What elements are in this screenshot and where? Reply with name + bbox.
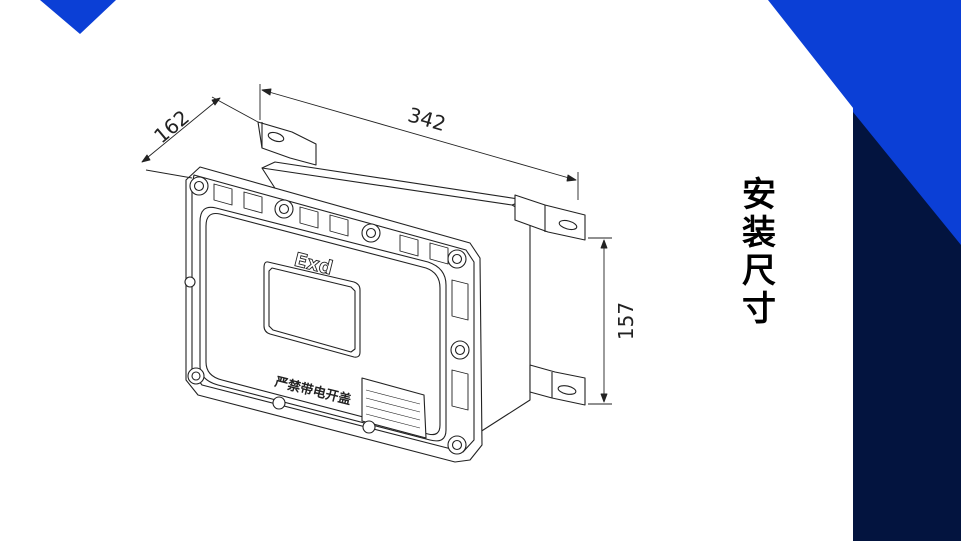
viewing-window xyxy=(263,261,361,358)
mounting-bracket-top-left xyxy=(257,121,317,166)
dim-depth-label: 162 xyxy=(149,105,194,148)
flange-bolts xyxy=(184,176,470,455)
mounting-bracket-bottom-right xyxy=(529,364,586,406)
dimension-height xyxy=(588,237,612,405)
dim-width-label: 342 xyxy=(405,102,448,136)
title-char-4: 寸 xyxy=(742,289,776,329)
slide-title: 安 装 尺 寸 xyxy=(734,176,784,328)
title-char-1: 安 xyxy=(742,175,776,215)
mounting-bracket-top-right xyxy=(514,194,586,241)
dimension-width xyxy=(259,84,579,200)
front-cover xyxy=(199,206,447,442)
flange-ribs xyxy=(213,183,469,411)
title-char-2: 装 xyxy=(742,213,776,253)
title-char-3: 尺 xyxy=(742,251,776,291)
right-blue-wedge xyxy=(853,0,961,245)
dim-height-label: 157 xyxy=(614,302,638,340)
enclosure-drawing xyxy=(141,84,612,463)
dimension-depth xyxy=(141,96,259,179)
top-left-corner-triangle xyxy=(40,0,116,34)
